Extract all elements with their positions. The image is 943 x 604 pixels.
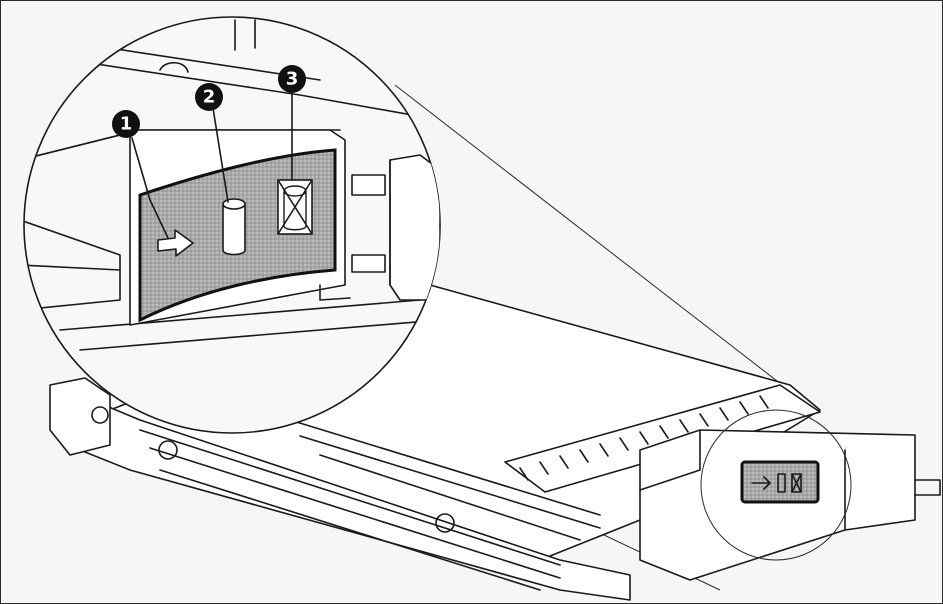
bezel-right-clip <box>351 174 386 196</box>
ejector-lever <box>504 384 821 493</box>
magnified-view <box>23 16 441 434</box>
arrow-icon <box>157 229 194 257</box>
callout-2-number: 2 <box>203 87 216 108</box>
callout-3: 3 <box>278 65 306 93</box>
ejector-lever-ridges <box>519 395 769 481</box>
cylinder-icon <box>222 198 246 256</box>
callout-2: 2 <box>195 83 223 111</box>
callout-1-number: 1 <box>120 114 133 135</box>
small-magnifier-ring <box>700 409 852 561</box>
callout-3-number: 3 <box>286 69 299 90</box>
crossed-cylinder-icon <box>277 179 313 235</box>
tray-front-rail <box>79 394 631 601</box>
tray-left-latch <box>49 377 111 456</box>
tray-right-housing <box>639 429 916 581</box>
led-panel-small <box>740 460 820 504</box>
callout-1: 1 <box>112 110 140 138</box>
